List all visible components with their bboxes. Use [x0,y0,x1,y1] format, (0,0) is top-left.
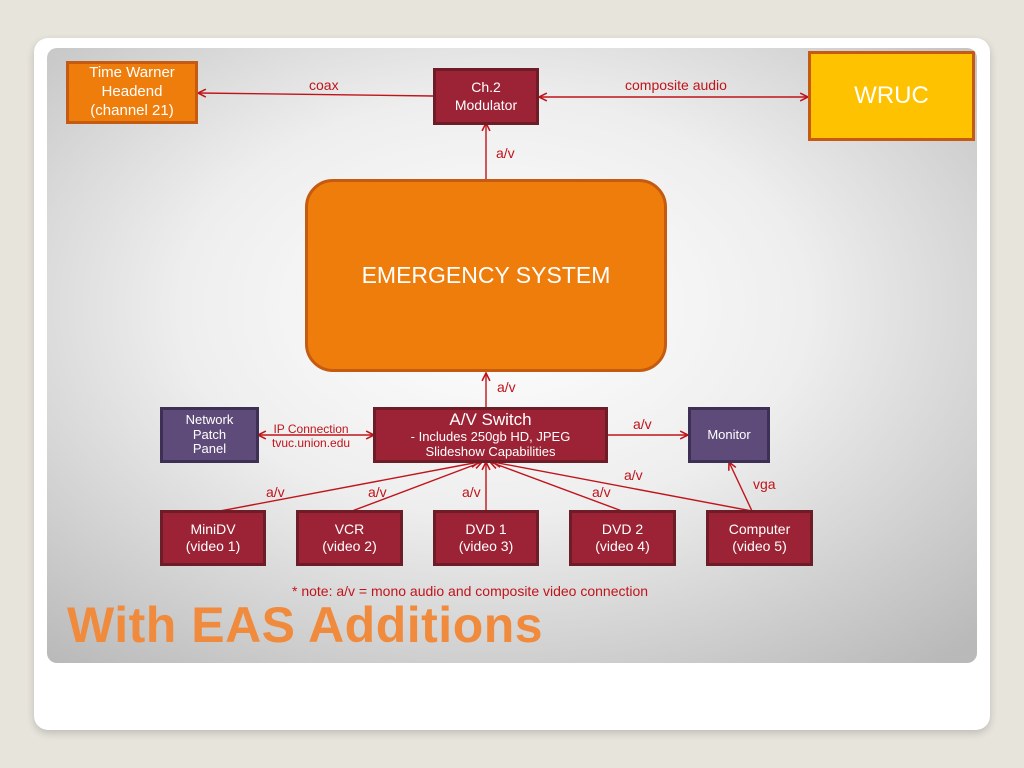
connector-layer [47,48,977,512]
slide-title: With EAS Additions [67,597,544,653]
dvd2-line-1: DVD 2 [601,520,644,537]
modulator-line-1: Ch.2 [471,79,501,95]
network-patch-line-3: Panel [192,441,227,457]
dvd1-line-2: (video 3) [458,538,514,554]
minidv-box: MiniDV (video 1) [160,510,266,566]
modulator-box: Ch.2 Modulator [433,68,539,125]
dvd1-box: DVD 1 (video 3) [433,510,539,566]
dvd2-line-2: (video 4) [595,538,650,554]
composite-audio-label: composite audio [625,77,727,93]
diagram-stage: Time Warner Headend (channel 21) Ch.2 Mo… [47,48,977,663]
dvd2-box: DVD 2 (video 4) [569,510,676,566]
time-warner-line-3: (channel 21) [90,101,174,119]
wruc-box: WRUC [808,51,975,141]
vga-label: vga [753,476,776,492]
av-dvd1-label: a/v [462,484,481,500]
ip-connection-line-1: IP Connection [273,422,349,436]
minidv-line-1: MiniDV [190,520,236,537]
network-patch-panel-box: Network Patch Panel [160,407,259,463]
network-patch-line-2: Patch [192,426,227,442]
time-warner-line-2: Headend [101,83,163,101]
vcr-box: VCR (video 2) [296,510,403,566]
network-patch-line-1: Network [185,411,234,427]
vcr-line-1: VCR [334,520,365,537]
av-switch-title: A/V Switch [449,410,532,430]
monitor-label: Monitor [707,426,751,442]
computer-to-switch-connector [493,462,753,512]
av-monitor-label: a/v [633,416,652,432]
vcr-line-2: (video 2) [322,538,377,554]
time-warner-headend-box: Time Warner Headend (channel 21) [66,61,198,124]
modulator-line-2: Modulator [454,96,518,113]
minidv-line-2: (video 1) [185,538,241,554]
av-switch-line-2: Slideshow Capabilities [425,443,556,459]
coax-connector [198,93,434,96]
emergency-system-box: EMERGENCY SYSTEM [305,179,667,372]
av-modulator-label: a/v [496,145,515,161]
monitor-box: Monitor [688,407,770,463]
av-dvd2-label: a/v [592,484,611,500]
computer-box: Computer (video 5) [706,510,813,566]
coax-label: coax [309,77,339,93]
av-vcr-label: a/v [368,484,387,500]
ip-connection-line-2: tvuc.union.edu [272,435,351,450]
computer-to-monitor-connector [729,462,753,512]
vcr-to-switch-connector [351,462,482,512]
av-switch-box: A/V Switch - Includes 250gb HD, JPEG Sli… [373,407,608,463]
emergency-system-label: EMERGENCY SYSTEM [361,262,611,289]
dvd1-line-1: DVD 1 [465,520,507,537]
av-computer-label: a/v [624,467,643,483]
minidv-to-switch-connector [219,462,479,512]
av-minidv-label: a/v [266,484,285,500]
av-switch-up-label: a/v [497,379,516,395]
time-warner-line-1: Time Warner [89,64,175,82]
wruc-label: WRUC [854,82,929,109]
computer-line-1: Computer [728,520,791,537]
computer-line-2: (video 5) [732,538,787,554]
ip-connection-label: IP Connection tvuc.union.edu [272,422,351,451]
av-switch-line-1: - Includes 250gb HD, JPEG [410,428,571,444]
dvd2-to-switch-connector [490,462,623,512]
connection-note: * note: a/v = mono audio and composite v… [292,583,649,599]
